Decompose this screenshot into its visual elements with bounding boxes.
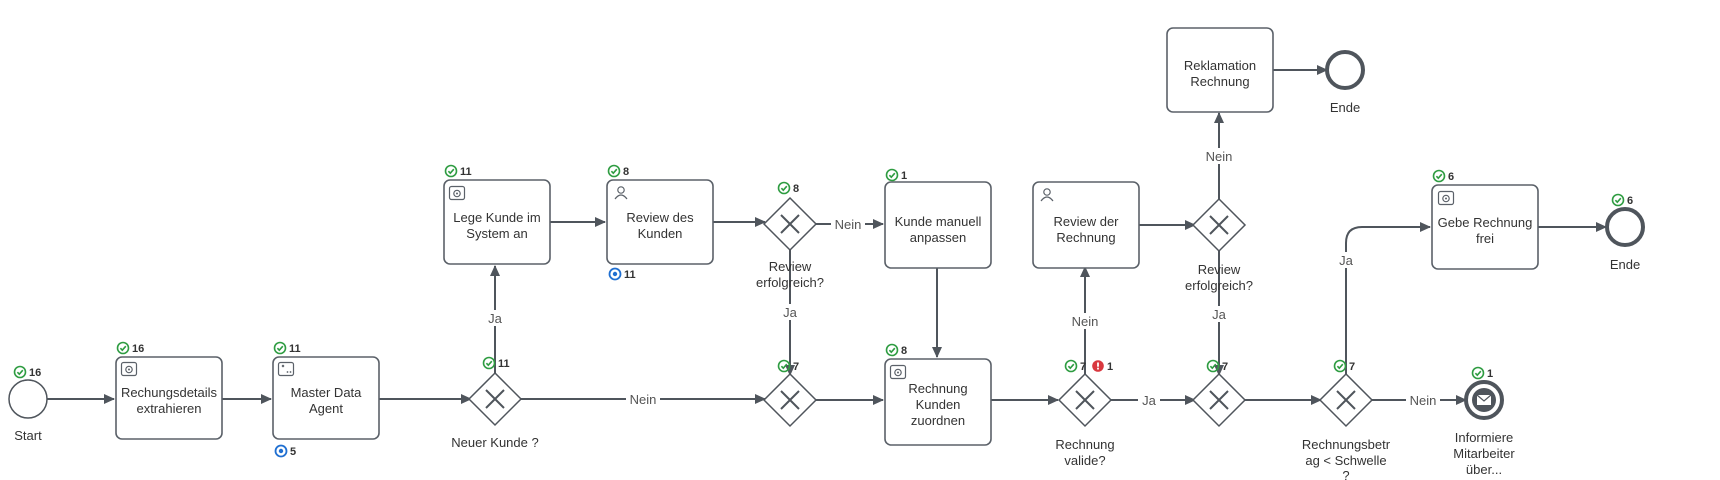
task-label: Rechnung (908, 381, 967, 396)
gateway-count: 11 (498, 358, 510, 370)
flow-label-nein-neuer-kunde: Nein (630, 392, 657, 407)
gateway-count: 8 (793, 183, 799, 195)
task-label: Agent (309, 401, 343, 416)
gateway-error-count: 1 (1107, 361, 1113, 373)
gateway-count: 7 (1349, 361, 1355, 373)
task-count: 11 (289, 343, 301, 355)
task-secondary-count: 11 (624, 269, 636, 281)
flow-label-ja-review-2: Ja (1212, 307, 1227, 322)
gateway-merge-2[interactable]: 7 (1191, 359, 1247, 428)
end-label-reklamation: Ende (1330, 100, 1360, 115)
gateway-label: erfolgreich? (756, 275, 824, 290)
informiere-label-1: Informiere (1455, 430, 1514, 445)
task-rechnungsdetails-extrahieren[interactable]: Rechungsdetails extrahieren 16 (115, 341, 223, 440)
gateway-label: Rechnungsbetr (1302, 437, 1391, 452)
gateway-rechnung-valide[interactable]: 7 1 Rechnung valide? (1055, 359, 1115, 468)
gateway-count: 7 (793, 361, 799, 373)
task-label: zuordnen (911, 413, 965, 428)
start-label: Start (14, 428, 42, 443)
informiere-count: 1 (1487, 368, 1493, 380)
task-label: Gebe Rechnung (1438, 215, 1533, 230)
task-label: anpassen (910, 230, 966, 245)
informiere-label-3: über... (1466, 462, 1502, 477)
flow-label-nein-schwelle: Nein (1410, 393, 1437, 408)
flow-label-ja-neuer-kunde: Ja (488, 311, 503, 326)
start-count: 16 (29, 367, 41, 379)
gateway-label: ag < Schwelle (1305, 453, 1386, 468)
gateway-count: 7 (1222, 361, 1228, 373)
flow-label-ja-review-1: Ja (783, 305, 798, 320)
gateway-neuer-kunde[interactable]: 11 Neuer Kunde ? (451, 356, 539, 451)
task-review-der-rechnung[interactable]: Review der Rechnung (1032, 181, 1140, 269)
task-label: Master Data (291, 385, 363, 400)
end-event-reklamation[interactable]: Ende (1325, 50, 1365, 115)
gateway-label: Review (769, 259, 812, 274)
flow-label-nein-valide: Nein (1072, 314, 1099, 329)
flow-label-ja-schwelle: Ja (1339, 253, 1354, 268)
task-label: System an (466, 226, 527, 241)
gateway-label: Rechnung (1055, 437, 1114, 452)
gateway-merge-1[interactable]: 7 (762, 359, 818, 428)
task-label: Review der (1053, 214, 1119, 229)
task-rechnung-kunden-zuordnen[interactable]: Rechnung Kunden zuordnen 8 (884, 343, 992, 446)
gateway-count: 7 (1080, 361, 1086, 373)
message-end-event-informiere[interactable]: 1 Informiere Mitarbeiter über... (1453, 366, 1515, 478)
task-master-data-agent[interactable]: Master Data Agent 11 5 (272, 341, 380, 459)
gateway-review-erfolgreich-2[interactable]: Review erfolgreich? (1185, 197, 1253, 293)
flow-label-nein-review-2: Nein (1206, 149, 1233, 164)
task-label: Kunde manuell (895, 214, 982, 229)
error-icon (1092, 360, 1104, 372)
task-count: 16 (132, 343, 144, 355)
task-reklamation-rechnung[interactable]: Reklamation Rechnung (1166, 27, 1274, 113)
task-label: Rechnung (1190, 74, 1249, 89)
task-secondary-count: 5 (290, 446, 296, 458)
task-count: 1 (901, 170, 907, 182)
task-count: 6 (1448, 171, 1454, 183)
informiere-label-2: Mitarbeiter (1453, 446, 1515, 461)
task-label: Reklamation (1184, 58, 1256, 73)
flow-label-nein-review-1: Nein (835, 217, 862, 232)
end-event-freigabe[interactable]: 6 Ende (1605, 193, 1645, 273)
task-label: extrahieren (136, 401, 201, 416)
task-label: Review des (626, 210, 694, 225)
gateway-label: Review (1198, 262, 1241, 277)
task-label: Lege Kunde im (453, 210, 540, 225)
start-event[interactable]: 16 Start (8, 365, 48, 444)
task-lege-kunde-im-system-an[interactable]: Lege Kunde im System an 11 (443, 164, 551, 265)
task-count: 8 (901, 345, 907, 357)
task-kunde-manuell-anpassen[interactable]: Kunde manuell anpassen 1 (884, 168, 992, 269)
task-gebe-rechnung-frei[interactable]: Gebe Rechnung frei 6 (1431, 169, 1539, 270)
flow-schwelle-ja[interactable] (1345, 222, 1431, 375)
gateway-review-erfolgreich-1[interactable]: 8 Review erfolgreich? (756, 181, 824, 291)
gateway-label: ? (1342, 468, 1349, 480)
task-label: Rechnung (1056, 230, 1115, 245)
task-label: frei (1476, 231, 1494, 246)
gateway-label: erfolgreich? (1185, 278, 1253, 293)
flow-label-ja-valide: Ja (1142, 393, 1157, 408)
gateway-label: Neuer Kunde ? (451, 435, 538, 450)
task-count: 11 (460, 166, 472, 178)
task-count: 8 (623, 166, 629, 178)
task-label: Kunden (916, 397, 961, 412)
end-label-freigabe: Ende (1610, 257, 1640, 272)
task-review-des-kunden[interactable]: Review des Kunden 8 11 (606, 164, 714, 282)
flow-labels: Ja Nein Nein Ja Nein Ja Nein Ja Ja Nein (484, 148, 1440, 408)
end-freigabe-count: 6 (1627, 195, 1633, 207)
envelope-icon (1476, 394, 1492, 405)
gateway-rechnungsbetrag-schwelle[interactable]: 7 Rechnungsbetr ag < Schwelle ? (1302, 359, 1391, 480)
task-label: Kunden (638, 226, 683, 241)
gateway-label: valide? (1064, 453, 1105, 468)
task-label: Rechungsdetails (121, 385, 218, 400)
